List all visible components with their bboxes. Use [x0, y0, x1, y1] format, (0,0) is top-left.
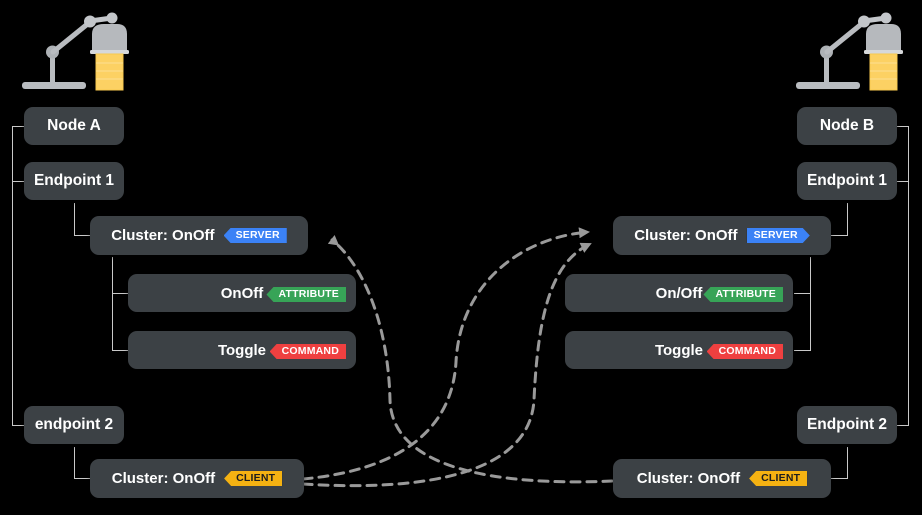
right-endpoint-1-label: Endpoint 1 [806, 172, 888, 189]
left-command-label: Toggle [217, 341, 267, 359]
connector-left-client-stub [74, 478, 91, 480]
right-command-toggle-box[interactable]: Toggle COMMAND [565, 331, 793, 369]
right-attribute-onoff-box[interactable]: On/Off ATTRIBUTE [565, 274, 793, 312]
command-badge: COMMAND [269, 344, 346, 359]
connector-left-node-a [12, 126, 25, 128]
client-badge: CLIENT [224, 471, 283, 486]
left-endpoint-2-label: endpoint 2 [34, 416, 114, 433]
node-b-label: Node B [819, 117, 875, 134]
connector-left-cluster-trunk [112, 257, 114, 351]
server-badge: SERVER [747, 228, 810, 243]
node-a-label: Node A [47, 117, 101, 134]
right-attribute-label: On/Off [655, 284, 703, 302]
server-badge: SERVER [223, 228, 287, 243]
connector-left-cluster-stub [74, 235, 91, 237]
desk-lamp-icon-left [22, 8, 134, 99]
connector-right-ep2-to-cluster [847, 447, 849, 479]
connector-right-cluster-stub [831, 235, 848, 237]
desk-lamp-icon-right [796, 8, 908, 99]
connector-right-command-stub [794, 350, 811, 352]
connector-right-attribute-stub [794, 293, 811, 295]
connector-right-trunk [908, 126, 910, 426]
connector-right-endpoint1 [896, 181, 909, 183]
node-b-box[interactable]: Node B [797, 107, 897, 145]
right-command-label: Toggle [654, 341, 704, 359]
left-endpoint-1-box[interactable]: Endpoint 1 [24, 162, 124, 200]
connector-left-command-stub [112, 350, 128, 352]
connector-right-ep1-to-cluster [847, 203, 849, 236]
connector-right-endpoint2 [896, 425, 909, 427]
right-endpoint-2-box[interactable]: Endpoint 2 [797, 406, 897, 444]
connector-left-attribute-stub [112, 293, 128, 295]
attribute-badge: ATTRIBUTE [266, 287, 346, 302]
left-endpoint-1-label: Endpoint 1 [33, 172, 115, 189]
right-endpoint-2-label: Endpoint 2 [806, 416, 888, 433]
right-cluster-server-label: Cluster: OnOff [634, 227, 738, 244]
left-command-toggle-box[interactable]: Toggle COMMAND [128, 331, 356, 369]
left-endpoint-2-box[interactable]: endpoint 2 [24, 406, 124, 444]
connector-left-ep2-to-cluster [74, 447, 76, 479]
connector-left-endpoint1 [12, 181, 25, 183]
connector-right-cluster-trunk [810, 257, 812, 351]
left-attribute-onoff-box[interactable]: OnOff ATTRIBUTE [128, 274, 356, 312]
left-cluster-client-label: Cluster: OnOff [111, 470, 216, 487]
right-cluster-client-label: Cluster: OnOff [636, 470, 741, 487]
left-cluster-onoff-client-box[interactable]: Cluster: OnOff CLIENT [90, 459, 304, 498]
command-badge: COMMAND [706, 344, 783, 359]
right-endpoint-1-box[interactable]: Endpoint 1 [797, 162, 897, 200]
connector-left-endpoint2 [12, 425, 25, 427]
right-cluster-onoff-server-box[interactable]: Cluster: OnOff SERVER [613, 216, 831, 255]
client-badge: CLIENT [749, 471, 808, 486]
node-a-box[interactable]: Node A [24, 107, 124, 145]
left-cluster-onoff-server-box[interactable]: Cluster: OnOff SERVER [90, 216, 308, 255]
connector-left-ep1-to-cluster [74, 203, 76, 236]
right-cluster-onoff-client-box[interactable]: Cluster: OnOff CLIENT [613, 459, 831, 498]
left-cluster-server-label: Cluster: OnOff [111, 227, 215, 244]
attribute-badge: ATTRIBUTE [703, 287, 783, 302]
left-attribute-label: OnOff [220, 284, 264, 302]
connector-right-client-stub [831, 478, 848, 480]
connector-left-trunk [12, 126, 14, 426]
connector-right-node-b [896, 126, 909, 128]
